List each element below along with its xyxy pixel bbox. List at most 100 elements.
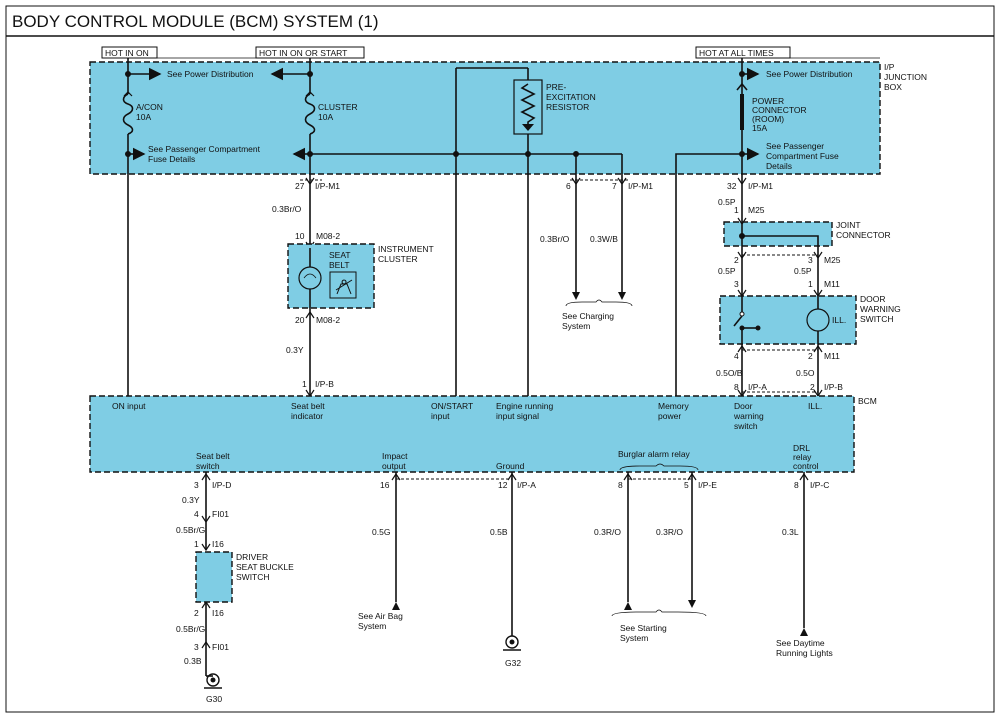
chevron-cluster-fuse — [305, 91, 315, 97]
hot-in-on-label: HOT IN ON — [105, 48, 149, 58]
charging-arrow-2 — [618, 292, 626, 300]
charging-brace — [565, 299, 633, 307]
burglar-arrow-2 — [688, 600, 696, 608]
bcm-on-input: ON input — [112, 401, 146, 411]
switch-blade-icon — [733, 315, 743, 327]
i16-1-pin: 1 — [194, 539, 199, 549]
see-starting-2: System — [620, 633, 648, 643]
see-charging-2: System — [562, 321, 590, 331]
room-connector-top — [736, 82, 748, 91]
wire-label-w-b-charging: 0.3W/B — [590, 234, 618, 244]
burglar-arrow-1 — [624, 602, 632, 610]
wire-label-br-o-cluster: 0.3Br/O — [272, 204, 302, 214]
i16-2-conn: I16 — [212, 608, 224, 618]
driver-seat-buckle-switch-box — [195, 551, 233, 603]
bcm-engine-running-1: Engine running — [496, 401, 553, 411]
see-airbag-1: See Air Bag — [358, 611, 403, 621]
wire-label-br-g-bottom: 0.5Br/G — [176, 624, 205, 634]
ipm1-7-pin: 7 — [612, 181, 617, 191]
ipb-1-conn: I/P-B — [315, 379, 334, 389]
bcm-impact-output-2: output — [382, 461, 406, 471]
m11-1-pin: 1 — [808, 279, 813, 289]
bcm-impact-output-1: Impact — [382, 451, 408, 461]
wire-label-b-ground: 0.5B — [490, 527, 508, 537]
m082-20-pin: 20 — [295, 315, 305, 325]
ipe-16-pin: 16 — [380, 480, 390, 490]
joint-connector-label-2: CONNECTOR — [836, 230, 891, 240]
ground-g32-core — [509, 639, 515, 645]
chevron-ipm1-32 — [737, 177, 747, 186]
m25-top-conn: M25 — [748, 205, 765, 215]
hot-in-on-box — [101, 46, 158, 59]
ipe-5-pin: 5 — [684, 480, 689, 490]
ipd-3-pin: 3 — [194, 480, 199, 490]
ipc-8-conn: I/P-C — [810, 480, 829, 490]
ipm1-27-conn: I/P-M1 — [315, 181, 340, 191]
memory-power-wire — [675, 153, 742, 396]
see-pcf-right-1: See Passenger — [766, 141, 824, 151]
m11-3-pin: 3 — [734, 279, 739, 289]
wire-label-r-o-2: 0.3R/O — [656, 527, 683, 537]
fi01-3-pin: 3 — [194, 642, 199, 652]
m25-bottom-conn: M25 — [824, 255, 841, 265]
door-switch-label-2: WARNING — [860, 304, 901, 314]
m082-10-pin: 10 — [295, 231, 305, 241]
chevron-acon-fuse — [123, 91, 133, 97]
junction-box-label-1: I/P — [884, 62, 895, 72]
driver-buckle-label-1: DRIVER — [236, 552, 268, 562]
ipa-8-pin: 8 — [734, 382, 739, 392]
ground-g30-label: G30 — [206, 694, 222, 704]
ipm1-27-pin: 27 — [295, 181, 305, 191]
m25-2-pin: 2 — [734, 255, 739, 265]
ground-g32-icon — [503, 635, 521, 651]
see-power-distribution-left: See Power Distribution — [167, 69, 254, 79]
driver-buckle-label-3: SWITCH — [236, 572, 270, 582]
m082-bottom-conn: M08-2 — [316, 315, 340, 325]
see-pcf-left-1: See Passenger Compartment — [148, 144, 261, 154]
wire-label-p-right: 0.5P — [794, 266, 812, 276]
junction-box-label-3: BOX — [884, 82, 902, 92]
seat-belt-label-1: SEAT — [329, 250, 351, 260]
ipm1-32-pin: 32 — [727, 181, 737, 191]
see-starting-1: See Starting — [620, 623, 667, 633]
see-power-distribution-right: See Power Distribution — [766, 69, 853, 79]
seat-belt-lamp-icon — [298, 266, 322, 290]
chevron-ipm1-7 — [617, 177, 627, 186]
wire-label-g-impact: 0.5G — [372, 527, 390, 537]
bcm-seat-belt-indicator-1: Seat belt — [291, 401, 325, 411]
see-pcf-right-2: Compartment Fuse — [766, 151, 839, 161]
power-connector-label-3: (ROOM) — [752, 114, 784, 124]
see-pcf-left-2: Fuse Details — [148, 154, 195, 164]
fi01-3-conn: FI01 — [212, 642, 229, 652]
wire-label-p-left: 0.5P — [718, 266, 736, 276]
bcm-label: BCM — [858, 396, 877, 406]
wire-label-p-top: 0.5P — [718, 197, 736, 207]
see-pcf-right-3: Details — [766, 161, 792, 171]
ipm1-6-pin: 6 — [566, 181, 571, 191]
starting-brace — [611, 609, 707, 617]
bus-splice-cluster — [307, 151, 313, 157]
bcm-memory-power-1: Memory — [658, 401, 689, 411]
seat-belt-figure — [335, 279, 353, 295]
m11-2-pin: 2 — [808, 351, 813, 361]
charging-arrow-1 — [572, 292, 580, 300]
wire-label-r-o-1: 0.3R/O — [594, 527, 621, 537]
bcm-seat-belt-switch-2: switch — [196, 461, 220, 471]
power-connector-label-1: POWER — [752, 96, 784, 106]
bcm-door-warning-1: Door — [734, 401, 753, 411]
resistor-diode — [522, 124, 534, 131]
resistor-zigzag — [520, 83, 536, 128]
ipb-2-pin: 2 — [810, 382, 815, 392]
hot-at-all-times-label: HOT AT ALL TIMES — [699, 48, 774, 58]
see-drl-2: Running Lights — [776, 648, 833, 658]
wire-label-o-b: 0.5O/B — [716, 368, 743, 378]
diagram-title: BODY CONTROL MODULE (BCM) SYSTEM (1) — [12, 12, 378, 31]
ipa-12-conn: I/P-A — [517, 480, 536, 490]
m11-top-conn: M11 — [824, 279, 840, 289]
cluster-fuse-symbol — [304, 93, 316, 135]
acon-fuse-label-1: A/CON — [136, 102, 163, 112]
wire-label-br-o-charging: 0.3Br/O — [540, 234, 570, 244]
bcm-seat-belt-indicator-2: indicator — [291, 411, 323, 421]
ground-g32-label: G32 — [505, 658, 521, 668]
